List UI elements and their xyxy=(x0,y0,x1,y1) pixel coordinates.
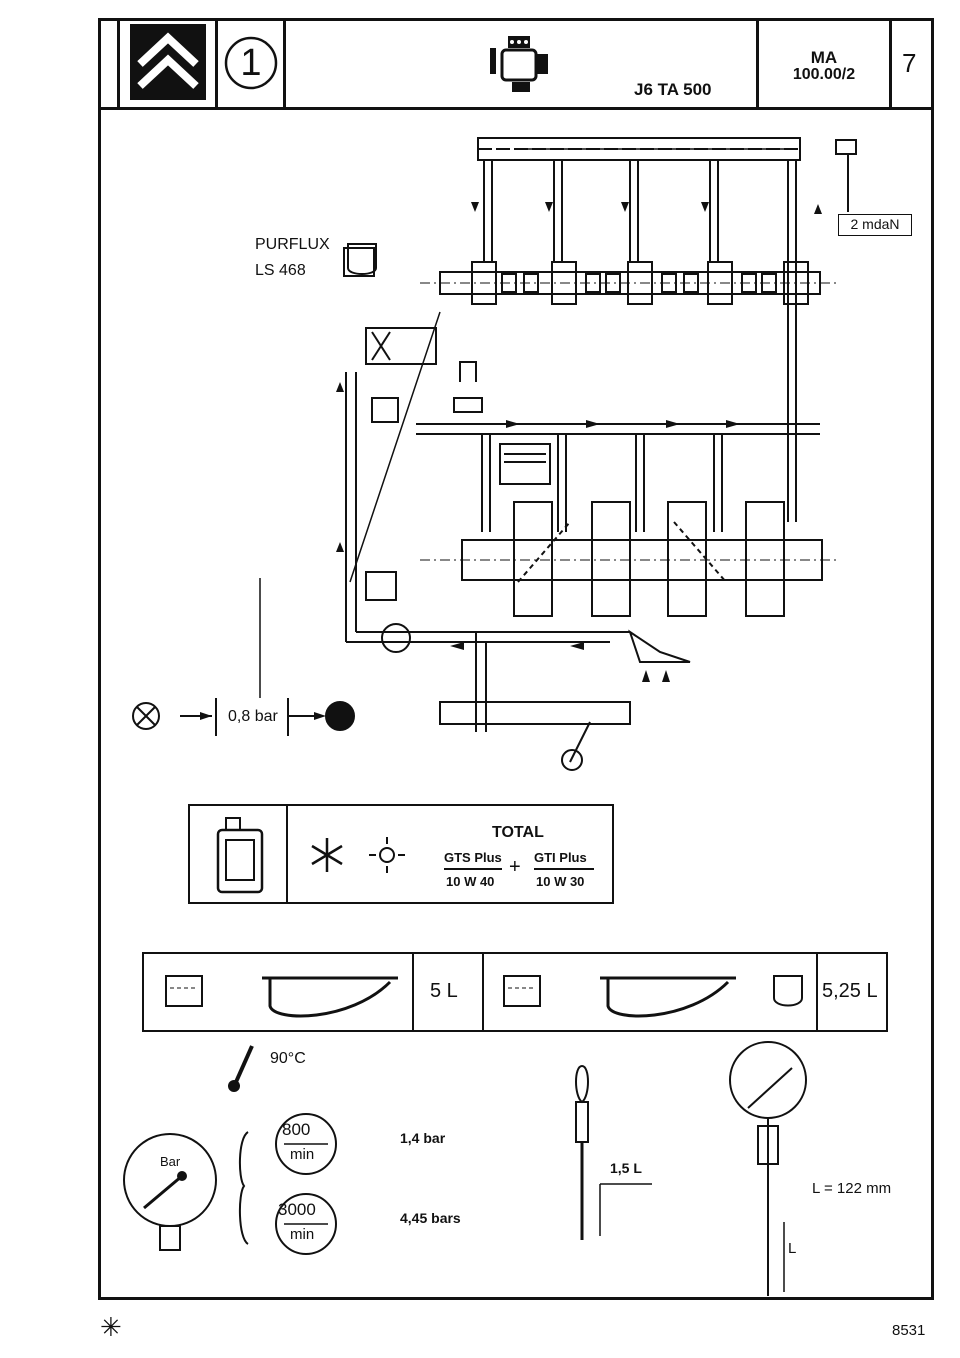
thermometer-icon xyxy=(228,1045,254,1092)
filter-brand: PURFLUX xyxy=(255,236,330,253)
sun-icon xyxy=(369,837,405,873)
section-number: 1 xyxy=(240,42,262,84)
pressure-gauge-icon xyxy=(123,1133,217,1251)
capacity-without-filter: 5 L xyxy=(430,980,458,1002)
page-number: 7 xyxy=(902,48,917,78)
figure-number: 8531 xyxy=(892,1322,926,1339)
doc-ref-line1: MA xyxy=(810,48,838,67)
fraction-line xyxy=(534,868,594,870)
dipstick-icon xyxy=(575,1064,652,1240)
page-frame xyxy=(98,18,934,1300)
oil-filter-icon xyxy=(773,975,803,1007)
rpm2-unit: min xyxy=(290,1226,315,1243)
logo-cell xyxy=(120,18,218,107)
oil-grade2-name: GTI Plus xyxy=(534,850,587,865)
pressure1-value: 1,4 bar xyxy=(400,1130,446,1146)
oil-pan-icon xyxy=(165,975,398,1018)
filter-ref: LS 468 xyxy=(255,262,306,279)
title-cell: J6 TA 500 xyxy=(286,18,759,107)
torque-value: 2 mdaN xyxy=(838,214,912,236)
capacity-box: 5 L 5,25 L xyxy=(142,952,888,1032)
fraction-line xyxy=(444,868,502,870)
rpm-bracket xyxy=(238,1131,249,1245)
plus-sign: + xyxy=(509,856,521,878)
header-margin xyxy=(98,18,120,107)
section-cell: 1 xyxy=(218,18,286,107)
rpm1-value: 800 xyxy=(282,1120,311,1139)
dipstick-length: L = 122 mm xyxy=(812,1180,892,1197)
engine-code: J6 TA 500 xyxy=(634,80,712,99)
oil-pan-icon xyxy=(503,975,736,1018)
engine-icon xyxy=(490,36,548,92)
pressure2-value: 4,45 bars xyxy=(400,1210,461,1226)
oil-grade1-name: GTS Plus xyxy=(444,850,502,865)
rpm1-unit: min xyxy=(290,1146,315,1163)
doc-ref-line2: 100.00/2 xyxy=(792,66,856,83)
ref-cell: MA 100.00/2 xyxy=(759,18,892,107)
rpm2-value: 3000 xyxy=(278,1200,316,1219)
gauge-label: Bar xyxy=(160,1154,181,1169)
rpm-dial xyxy=(275,1193,337,1255)
divider xyxy=(412,954,414,1030)
capacity-with-filter: 5,25 L xyxy=(822,980,878,1002)
divider xyxy=(286,806,288,902)
pressure-switch-value: 0,8 bar xyxy=(228,708,278,725)
dipstick-min-max: 1,5 L xyxy=(610,1160,642,1176)
oil-spec-box: TOTAL GTS Plus 10 W 40 + GTI Plus 10 W 3… xyxy=(188,804,614,904)
divider xyxy=(816,954,818,1030)
snowflake-icon xyxy=(311,838,343,872)
dipstick-length-symbol: L xyxy=(788,1240,797,1257)
oil-can-icon xyxy=(216,817,264,894)
footer-asterisk: ✳ xyxy=(100,1312,122,1342)
oil-temperature: 90°C xyxy=(270,1050,306,1067)
header: 1 J6 TA 500 MA 100.00/2 7 xyxy=(98,18,934,110)
divider xyxy=(482,954,484,1030)
rpm-dial xyxy=(275,1113,337,1175)
warning-lamp-icon xyxy=(729,1041,807,1296)
lubrication-diagram xyxy=(132,137,857,771)
citroen-logo xyxy=(130,24,206,100)
oil-brand: TOTAL xyxy=(492,824,544,841)
oil-grade2-visc: 10 W 30 xyxy=(536,874,585,889)
oil-grade1-visc: 10 W 40 xyxy=(446,874,495,889)
